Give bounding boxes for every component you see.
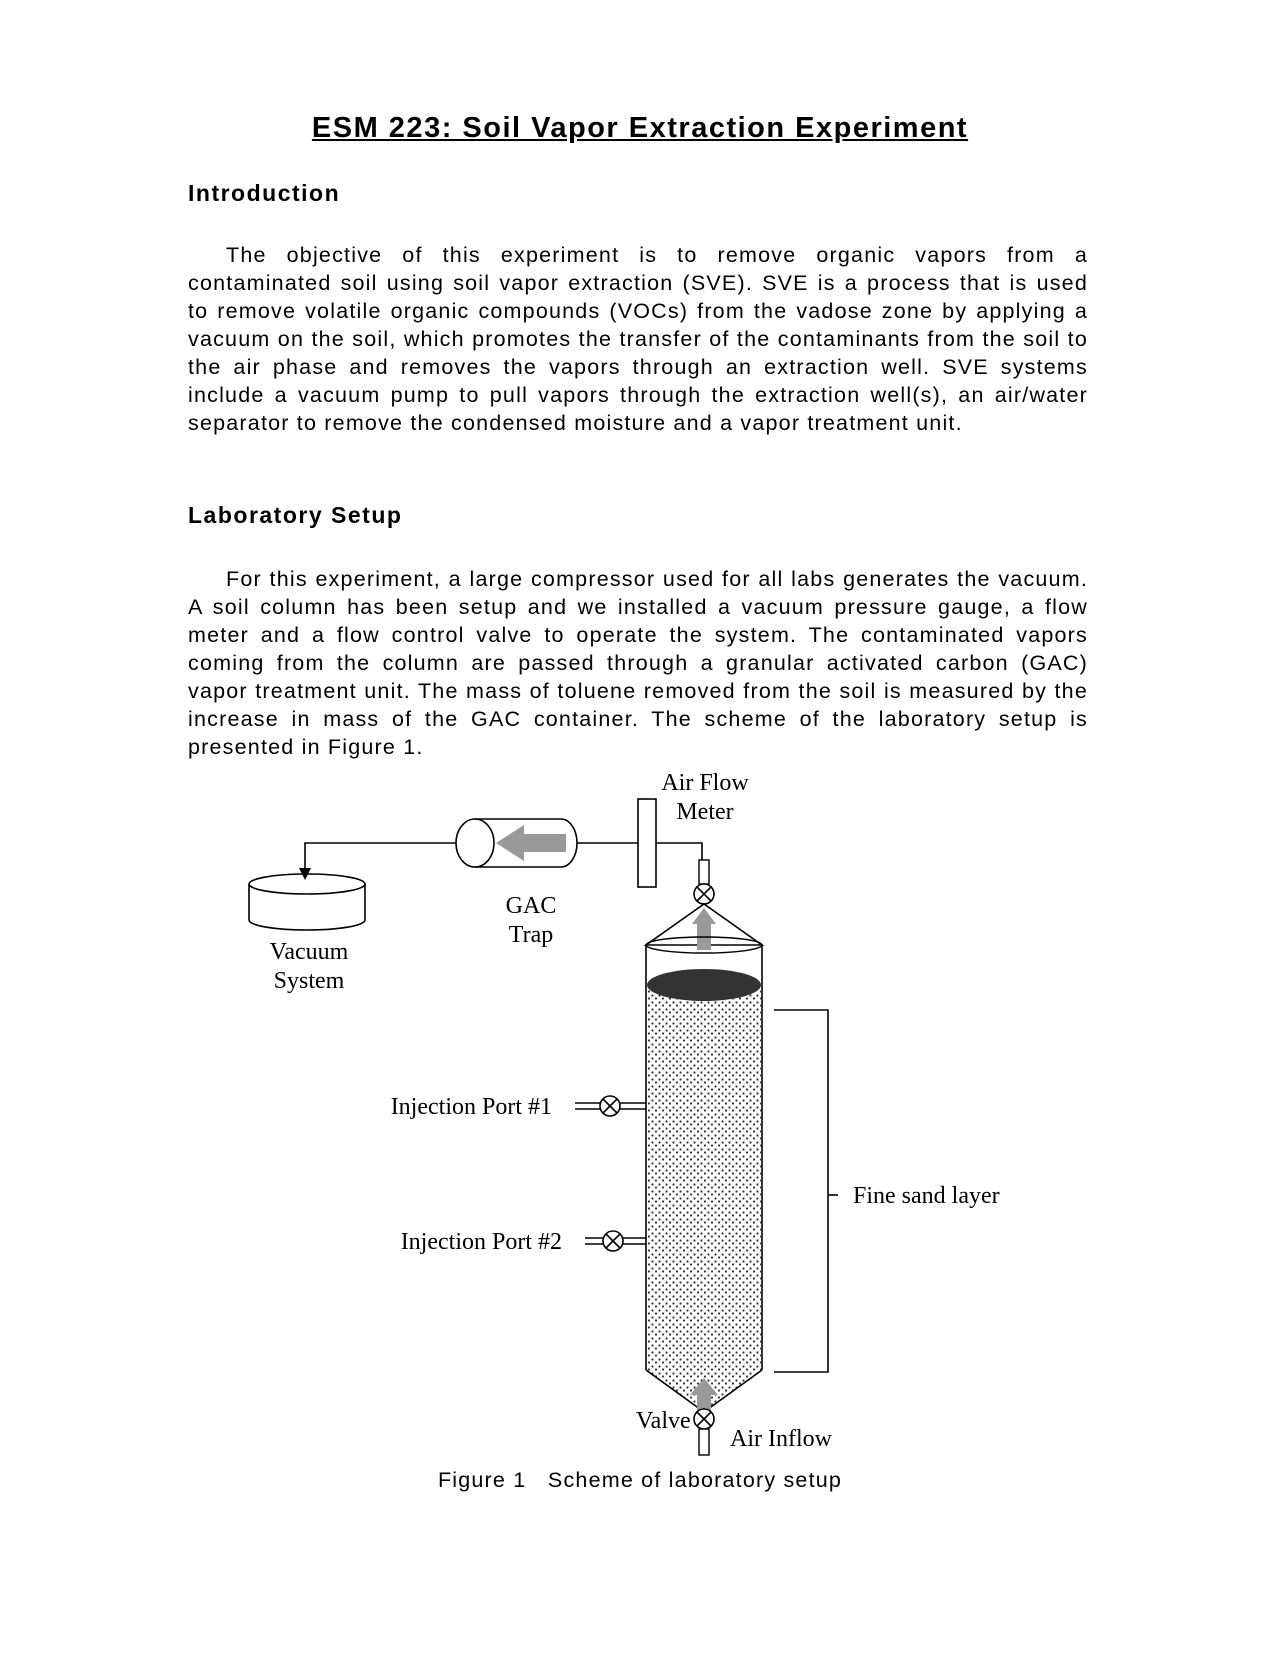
laboratory-setup-heading: Laboratory Setup: [188, 502, 403, 528]
air-flow-meter: [637, 798, 657, 888]
gac-trap-label-line1: GAC: [506, 893, 557, 919]
gac-trap: [455, 818, 578, 868]
gac-flow-arrow-shaft: [522, 834, 566, 852]
introduction-heading: Introduction: [188, 180, 341, 206]
column-to-meter-tube: [656, 842, 703, 860]
vacuum-system-label-line1: Vacuum: [270, 939, 349, 965]
laboratory-setup-paragraph: For this experiment, a large compressor …: [188, 567, 1088, 759]
vacuum-system-label-line2: System: [274, 968, 345, 994]
injection-port-2-label: Injection Port #2: [401, 1229, 562, 1255]
vacuum-tube: [304, 842, 457, 871]
injection-port-2: [585, 1230, 646, 1252]
introduction-paragraph: The objective of this experiment is to r…: [188, 243, 1088, 435]
air-inflow-label: Air Inflow: [730, 1426, 833, 1452]
sand-surface: [647, 969, 761, 1001]
fine-sand-fill: [647, 985, 761, 1370]
injection-port-1-valve-icon: [599, 1095, 621, 1117]
gac-flow-arrow-icon: [496, 825, 524, 861]
injection-port-1-label: Injection Port #1: [391, 1094, 552, 1120]
top-valve-icon: [693, 883, 715, 905]
injection-port-1: [575, 1095, 646, 1117]
bottom-valve-icon: [693, 1408, 715, 1430]
air-flow-meter-label-line2: Meter: [676, 799, 733, 825]
injection-port-2-valve-icon: [602, 1230, 624, 1252]
upflow-arrow-top-icon: [692, 908, 716, 950]
vacuum-system: [248, 873, 366, 931]
air-flow-meter-label-line1: Air Flow: [661, 770, 749, 796]
fine-sand-layer-label: Fine sand layer: [853, 1183, 1000, 1209]
soil-column: [645, 936, 763, 1370]
air-inflow-pipe: [698, 1428, 710, 1456]
fine-sand-bracket: [774, 1009, 829, 1373]
document-title: ESM 223: Soil Vapor Extraction Experimen…: [311, 112, 969, 144]
vacuum-tube-arrowhead-icon: [299, 868, 311, 880]
column-outlet-pipe: [698, 859, 710, 885]
valve-label: Valve: [636, 1408, 691, 1434]
gac-trap-label-line2: Trap: [509, 922, 553, 948]
figure-caption: Figure 1 Scheme of laboratory setup: [437, 1468, 843, 1492]
